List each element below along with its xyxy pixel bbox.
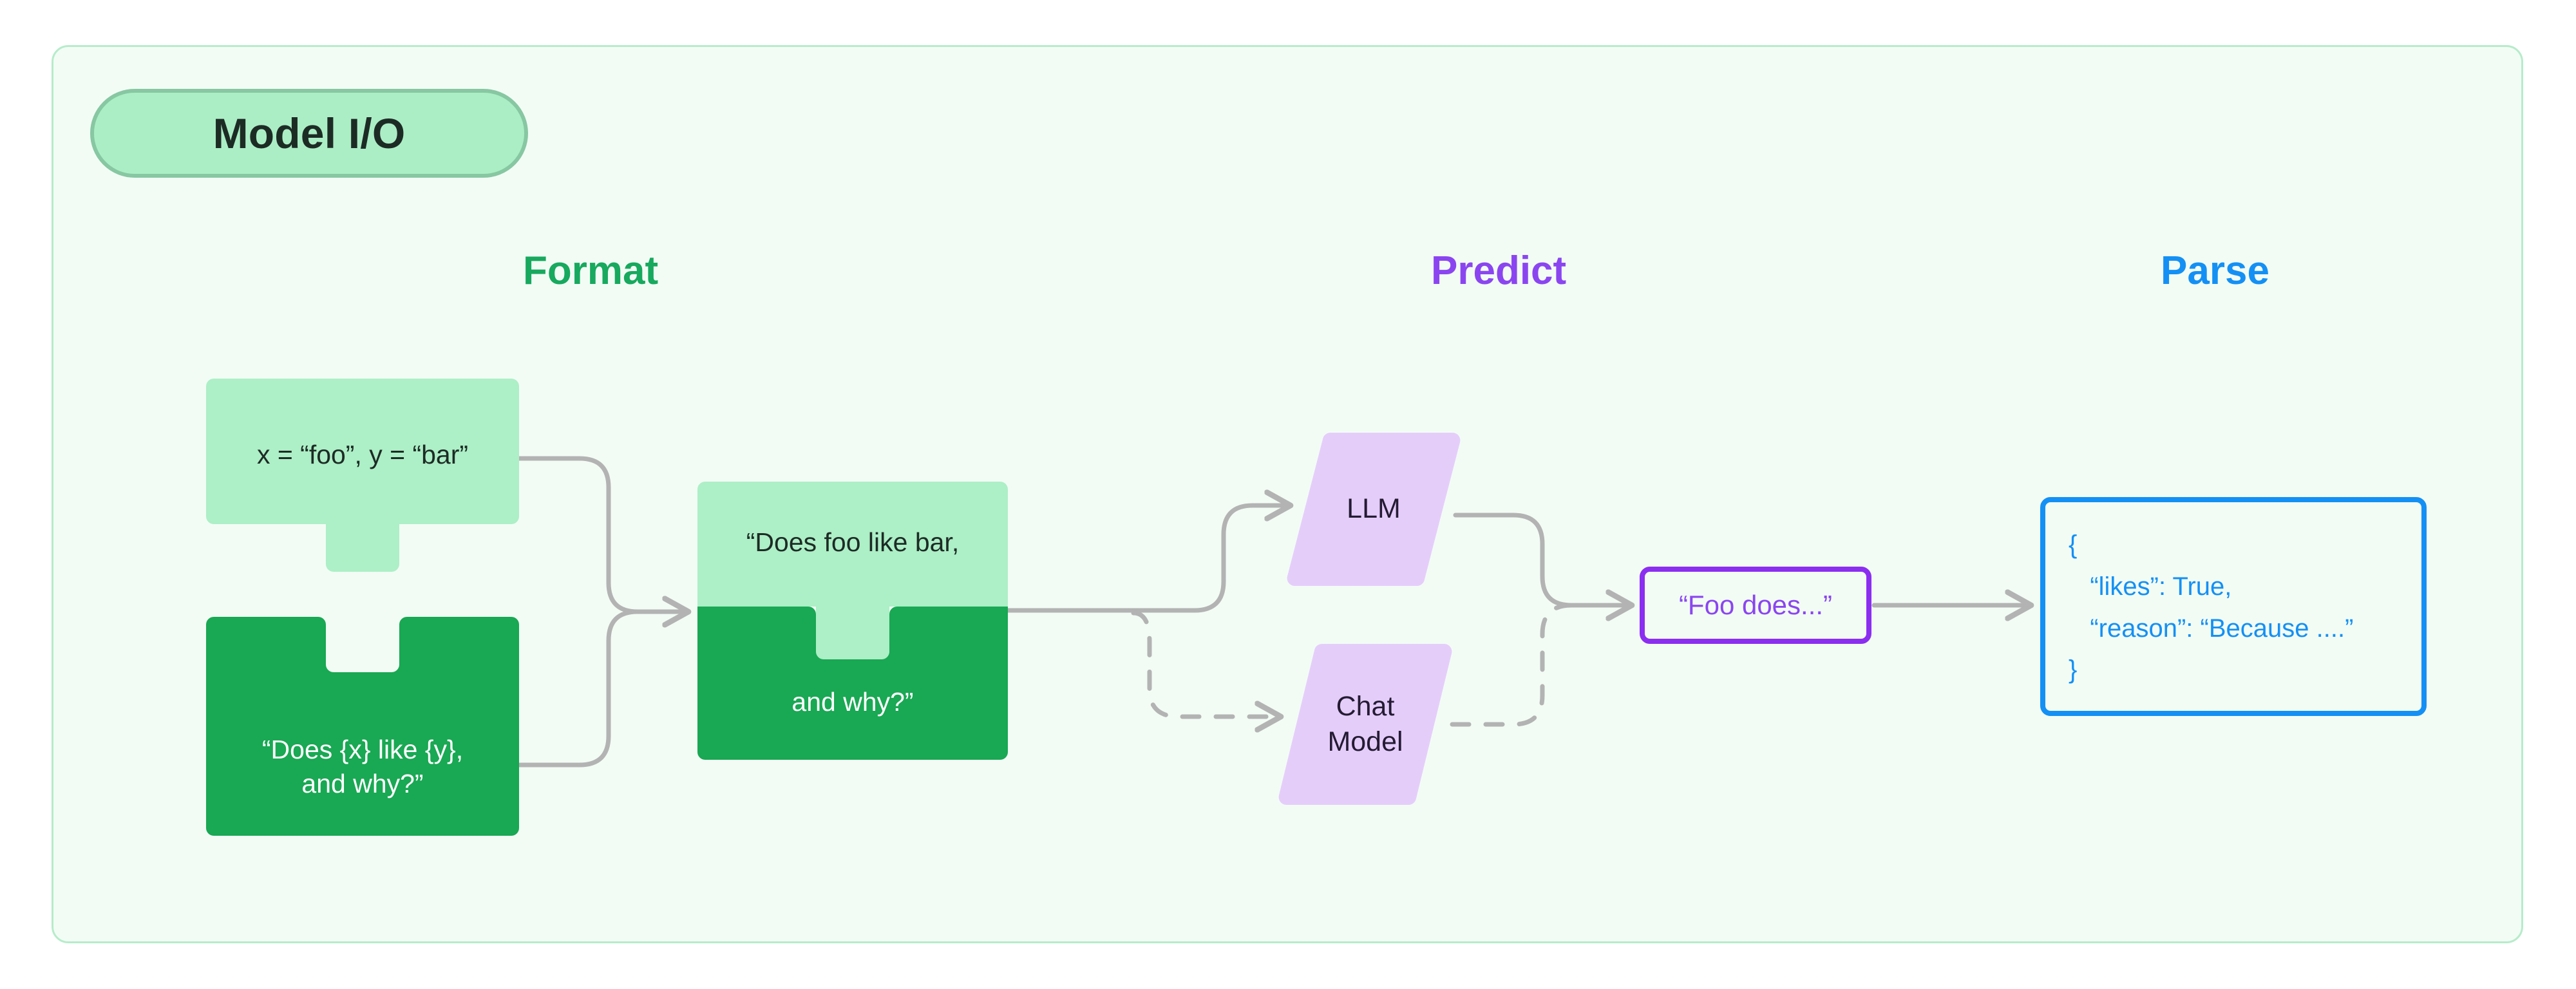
json-line: “likes”: True, bbox=[2069, 572, 2232, 601]
json-line: { bbox=[2069, 531, 2078, 559]
llm-node-label: LLM bbox=[1347, 493, 1401, 525]
json-line: “reason”: “Because ....” bbox=[2069, 614, 2354, 643]
model-output-box: “Foo does...” bbox=[1640, 567, 1871, 644]
edge-chat-model-to-output bbox=[1450, 603, 1632, 727]
json-line: } bbox=[2069, 655, 2078, 684]
edge-combined-to-llm bbox=[1002, 505, 1288, 613]
edge-llm-to-output bbox=[1453, 513, 1629, 605]
puzzle-piece-input-values: x = “foo”, y = “bar” bbox=[206, 379, 519, 572]
edge-combined-to-chat-model bbox=[1131, 610, 1278, 717]
model-io-badge: Model I/O bbox=[90, 89, 528, 178]
parsed-json-box: { “likes”: True, “reason”: “Because ....… bbox=[2040, 497, 2427, 716]
chat-model-node[interactable]: Chat Model bbox=[1278, 644, 1452, 805]
puzzle-piece-combined: “Does foo like bar, and why?” bbox=[697, 482, 1008, 760]
column-heading-format: Format bbox=[523, 249, 659, 293]
puzzle-piece-prompt-template: “Does {x} like {y}, and why?” bbox=[206, 617, 519, 836]
llm-node[interactable]: LLM bbox=[1287, 433, 1461, 586]
edge-values-to-combined bbox=[516, 456, 688, 614]
model-output-label: “Foo does...” bbox=[1678, 590, 1833, 620]
column-heading-parse: Parse bbox=[2161, 249, 2269, 293]
model-io-badge-label: Model I/O bbox=[213, 109, 406, 157]
column-heading-predict: Predict bbox=[1431, 249, 1567, 293]
chat-model-node-label: Chat Model bbox=[1327, 690, 1403, 757]
edge-template-to-combined bbox=[516, 612, 686, 768]
